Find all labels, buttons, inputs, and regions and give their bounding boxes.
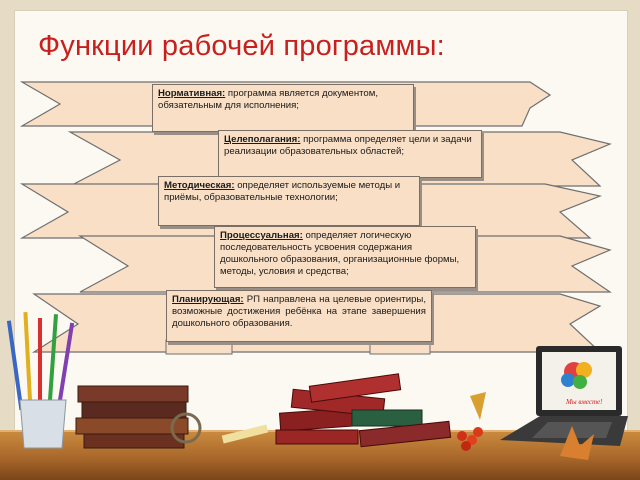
chalk-icon — [221, 424, 269, 444]
function-planning-text: РП направлена на целевые ориентиры, возм… — [172, 294, 426, 329]
magnifier-icon — [170, 412, 202, 444]
berries-icon — [457, 392, 486, 451]
function-procedural: Процессуальная: определяет логическую по… — [214, 226, 476, 288]
function-planning-term: Планирующая: — [172, 294, 244, 305]
pencil-cup-icon — [6, 312, 75, 449]
function-normative: Нормативная: программа является документ… — [152, 84, 414, 132]
book-stack-left-icon — [75, 385, 189, 449]
function-methodical: Методическая: определяет используемые ме… — [158, 176, 420, 226]
decor-illustrations: Мы вместе! — [6, 312, 628, 460]
slide-title: Функции рабочей программы: — [38, 30, 445, 62]
function-planning: Планирующая: РП направлена на целевые ор… — [166, 290, 432, 342]
function-goal-setting: Целеполагания: программа определяет цели… — [218, 130, 482, 178]
function-methodical-term: Методическая: — [164, 180, 235, 191]
maple-leaf-icon — [560, 426, 594, 460]
function-goal-setting-term: Целеполагания: — [224, 134, 301, 145]
function-methodical-text: определяет используемые методы и приёмы,… — [164, 180, 401, 203]
laptop-screen-caption: Мы вместе! — [565, 398, 603, 406]
laptop-icon — [500, 346, 628, 446]
function-procedural-term: Процессуальная: — [220, 230, 303, 241]
function-normative-term: Нормативная: — [158, 88, 226, 99]
function-goal-setting-text: программа определяет цели и задачи реали… — [224, 134, 472, 157]
function-normative-text: программа является документом, обязатель… — [158, 88, 379, 111]
book-stack-center-icon — [275, 373, 452, 448]
function-procedural-text: определяет логическую последовательность… — [220, 230, 460, 277]
